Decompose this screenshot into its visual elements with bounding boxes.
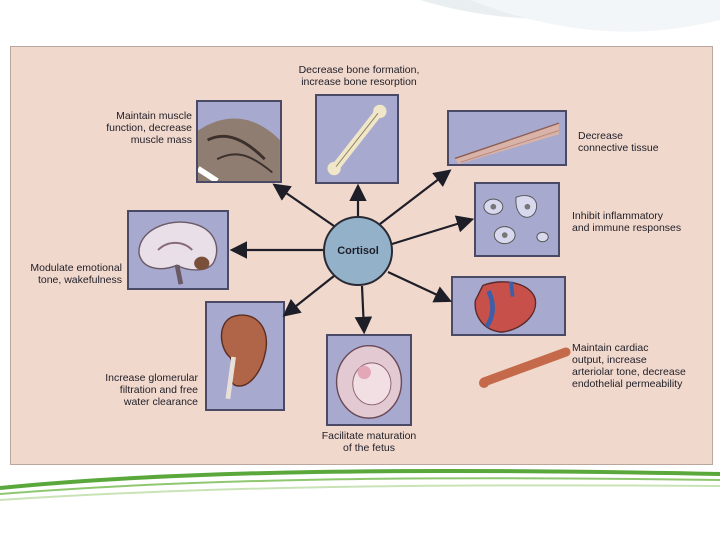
heart-image	[451, 276, 566, 336]
tissue-fiber-icon	[454, 122, 560, 164]
connective-label: Decrease connective tissue	[578, 130, 659, 154]
green-swoosh	[0, 468, 720, 490]
cortisol-label: Cortisol	[337, 245, 379, 257]
kidney-image	[205, 301, 285, 411]
muscle-icon	[198, 118, 280, 181]
cardiac-label: Maintain cardiac output, increase arteri…	[572, 342, 686, 390]
bone-label: Decrease bone formation, increase bone r…	[298, 64, 420, 88]
kidney-label: Increase glomerular filtration and free …	[105, 372, 198, 408]
fetus-image	[326, 334, 412, 426]
cells-icon	[483, 195, 549, 245]
brain-icon	[138, 221, 218, 285]
muscle-label: Maintain muscle function, decrease muscl…	[106, 110, 192, 146]
brain-image	[127, 210, 229, 290]
fetus-icon	[335, 344, 403, 419]
heart-icon	[474, 281, 537, 333]
cortisol-hub: Cortisol	[323, 216, 393, 286]
connective-tissue-image	[447, 110, 567, 166]
immune-cells-image	[474, 182, 560, 257]
bone-image	[315, 94, 399, 184]
kidney-icon	[220, 314, 268, 400]
immune-label: Inhibit inflammatory and immune response…	[572, 210, 682, 234]
emotional-label: Modulate emotional tone, wakefulness	[30, 262, 122, 286]
muscle-image	[196, 100, 282, 183]
bone-icon	[327, 104, 387, 176]
fetus-label: Facilitate maturation of the fetus	[321, 430, 417, 454]
